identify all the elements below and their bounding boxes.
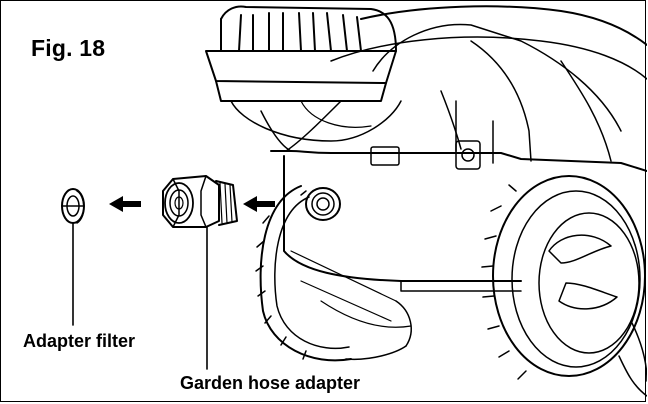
front-wheel-right — [481, 175, 647, 397]
figure-number: Fig. 18 — [31, 35, 106, 61]
garden-hose-adapter-label: Garden hose adapter — [180, 373, 361, 393]
grass-bag — [205, 5, 402, 142]
hose-port — [300, 187, 341, 221]
mower-body — [260, 5, 647, 292]
garden-hose-adapter-part — [162, 175, 238, 228]
rear-wheel-left — [255, 185, 412, 362]
arrow-left-icon — [109, 196, 141, 212]
adapter-filter-label: Adapter filter — [23, 331, 136, 351]
adapter-filter-part — [61, 188, 85, 224]
arrow-left-icon — [243, 196, 275, 212]
